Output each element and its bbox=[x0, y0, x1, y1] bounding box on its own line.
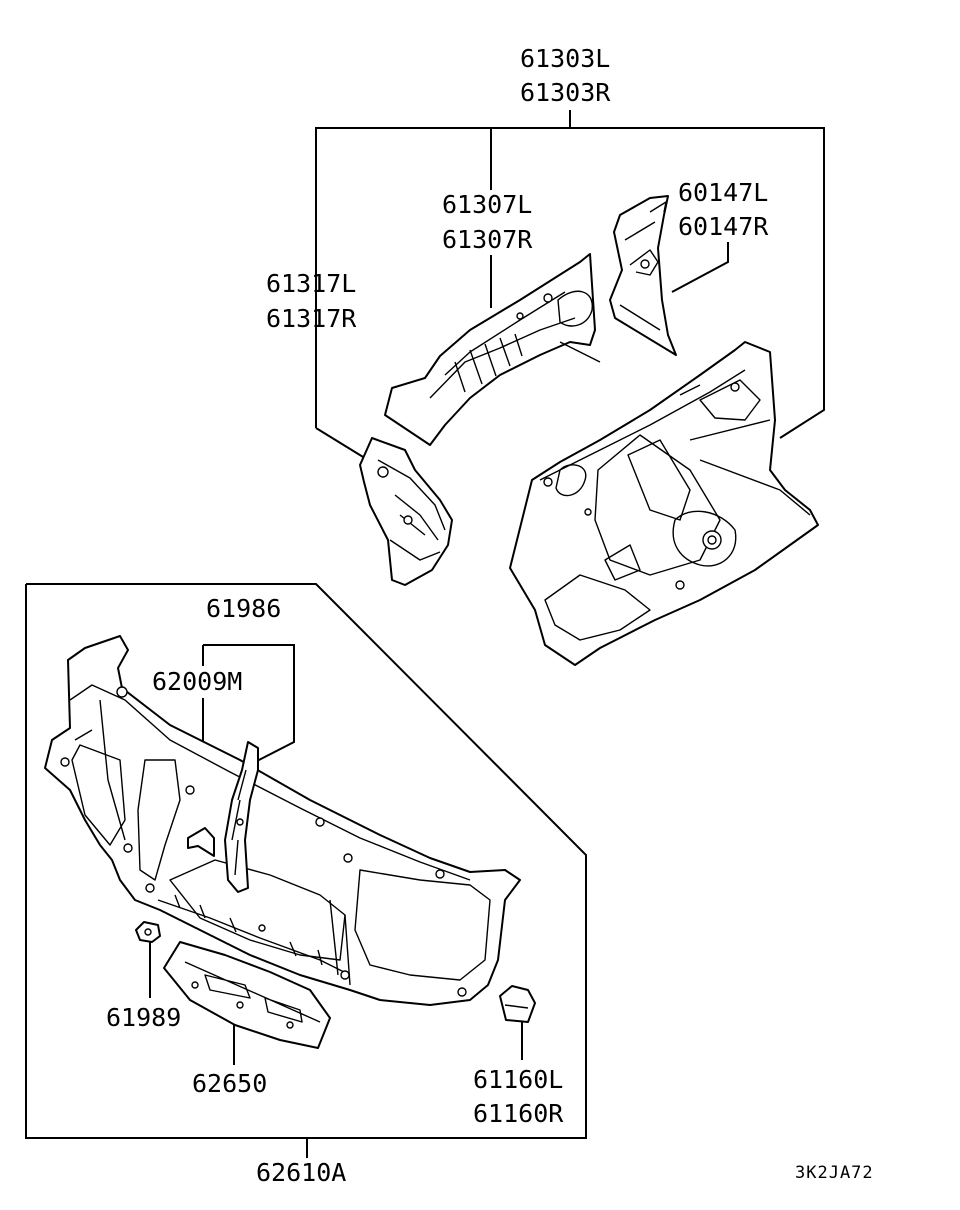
label-61307R: 61307R bbox=[442, 225, 533, 254]
label-61160L: 61160L bbox=[473, 1065, 563, 1094]
part-61317-member-bracket bbox=[359, 437, 453, 586]
part-62009M-clip bbox=[187, 827, 215, 857]
part-60147-bracket bbox=[609, 195, 677, 356]
diagram-code: 3K2JA72 bbox=[795, 1163, 874, 1183]
part-61160-bracket bbox=[499, 985, 536, 1023]
part-labels: 61303L 61303R 61307L 61307R 60147L 60147… bbox=[106, 44, 874, 1187]
label-62610A: 62610A bbox=[256, 1158, 346, 1187]
label-60147L: 60147L bbox=[678, 178, 768, 207]
part-61986-brace bbox=[224, 741, 259, 893]
label-61307L: 61307L bbox=[442, 190, 532, 219]
label-61317L: 61317L bbox=[266, 269, 356, 298]
leader-lines-upper bbox=[315, 110, 825, 461]
part-61989-bolt bbox=[135, 921, 161, 943]
label-61317R: 61317R bbox=[266, 304, 357, 333]
part-61307-wheelhouse-upper bbox=[384, 253, 601, 446]
label-61303L: 61303L bbox=[520, 44, 610, 73]
label-61989: 61989 bbox=[106, 1003, 181, 1032]
label-62650: 62650 bbox=[192, 1069, 267, 1098]
label-61303R: 61303R bbox=[520, 78, 611, 107]
part-61303-front-apron bbox=[509, 341, 819, 666]
part-62610A-radiator-support bbox=[44, 635, 521, 1006]
label-62009M: 62009M bbox=[152, 667, 242, 696]
label-61986: 61986 bbox=[206, 594, 281, 623]
label-60147R: 60147R bbox=[678, 212, 769, 241]
label-61160R: 61160R bbox=[473, 1099, 564, 1128]
part-62650-reinforcement bbox=[163, 941, 331, 1049]
